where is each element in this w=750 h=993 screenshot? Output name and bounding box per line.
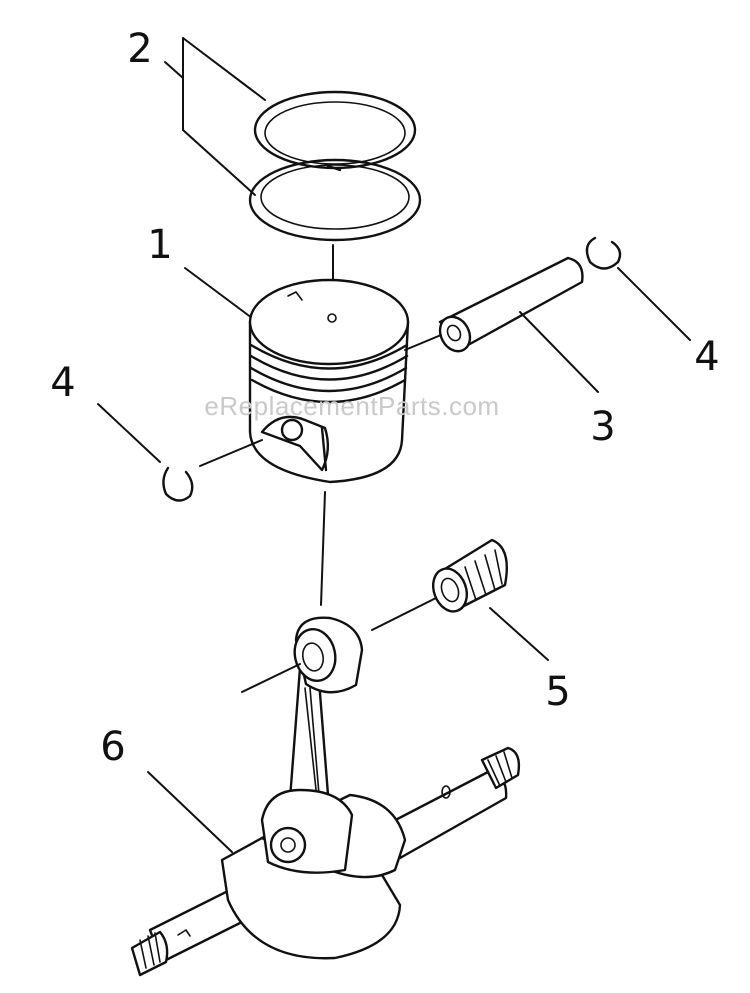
piston-crown-mark xyxy=(327,313,337,323)
lower-ring-inner xyxy=(260,164,410,230)
callout-piston-pin: 3 xyxy=(590,404,615,450)
circlip-right-shape xyxy=(585,236,622,270)
piston-pin-boss xyxy=(260,415,330,472)
ring-groove-4 xyxy=(250,378,407,404)
upper-ring-inner xyxy=(264,101,406,165)
circlip-left-shape xyxy=(162,466,194,502)
piston-pin xyxy=(404,256,599,393)
upper-ring-outer xyxy=(253,90,417,170)
circlip-right xyxy=(585,236,691,341)
ring-gap-mark xyxy=(326,164,342,172)
conrod-shank-rib xyxy=(304,687,321,809)
crankshaft xyxy=(130,616,521,977)
piston-pin-axis-line xyxy=(404,334,442,351)
piston-pin-callout-leader xyxy=(519,311,599,393)
callout-piston: 1 xyxy=(147,222,172,268)
ring-groove-2 xyxy=(249,354,409,381)
conrod-axis-line xyxy=(320,491,326,606)
callout-piston-rings: 2 xyxy=(127,26,152,72)
ring-groove-3 xyxy=(249,366,408,393)
crankshaft-left-tip xyxy=(130,930,169,977)
piston-callout-leader xyxy=(184,267,253,319)
needle-bearing-bore xyxy=(440,577,460,603)
circlip-left-callout-leader xyxy=(97,403,161,463)
callout-circlip-right: 4 xyxy=(694,334,719,380)
crankshaft-thread-lines xyxy=(487,751,513,787)
circlip-right-callout-leader xyxy=(617,267,691,341)
callout-circlip-left: 4 xyxy=(50,360,75,406)
piston-arrow-mark xyxy=(287,291,303,301)
piston-pin-end xyxy=(438,315,472,353)
circlip-left xyxy=(97,403,263,502)
conrod-axis-line-left xyxy=(241,663,301,693)
ring-groove-1 xyxy=(249,343,409,370)
conrod-small-end-inner xyxy=(301,642,325,672)
needle-bearing-rollers xyxy=(464,549,503,601)
needle-bearing-callout-leader xyxy=(489,607,549,661)
piston-crown xyxy=(248,278,410,366)
piston-rings-leader-bracket xyxy=(182,37,256,196)
piston-pin-bore xyxy=(446,324,462,342)
needle-bearing xyxy=(371,538,549,661)
conrod-small-end-bore xyxy=(293,628,337,682)
crankshaft-keyway xyxy=(441,785,451,799)
needle-bearing-axis-line xyxy=(371,597,437,631)
piston-rings-callout-leader xyxy=(164,61,184,79)
crankshaft-left-thread-lines xyxy=(139,932,161,969)
callout-crankshaft: 6 xyxy=(100,724,125,770)
crankshaft-left-key xyxy=(177,929,191,937)
circlip-left-axis-line xyxy=(199,439,263,467)
piston-rings xyxy=(164,37,422,242)
piston-rings-leader-top xyxy=(182,37,266,101)
watermark-text: eReplacementParts.com xyxy=(204,391,499,421)
crankshaft-callout-leader xyxy=(147,771,233,853)
needle-bearing-end xyxy=(431,567,469,613)
pin-bore xyxy=(280,418,304,442)
piston xyxy=(184,267,410,484)
crank-pin xyxy=(280,837,296,853)
piston-pin-body xyxy=(438,256,584,347)
piston-skirt-cut xyxy=(320,426,328,472)
conrod-big-end xyxy=(260,788,354,874)
lower-ring-outer xyxy=(248,158,422,242)
conrod-big-end-bore xyxy=(269,826,307,864)
callout-needle-bearing: 5 xyxy=(545,669,570,715)
